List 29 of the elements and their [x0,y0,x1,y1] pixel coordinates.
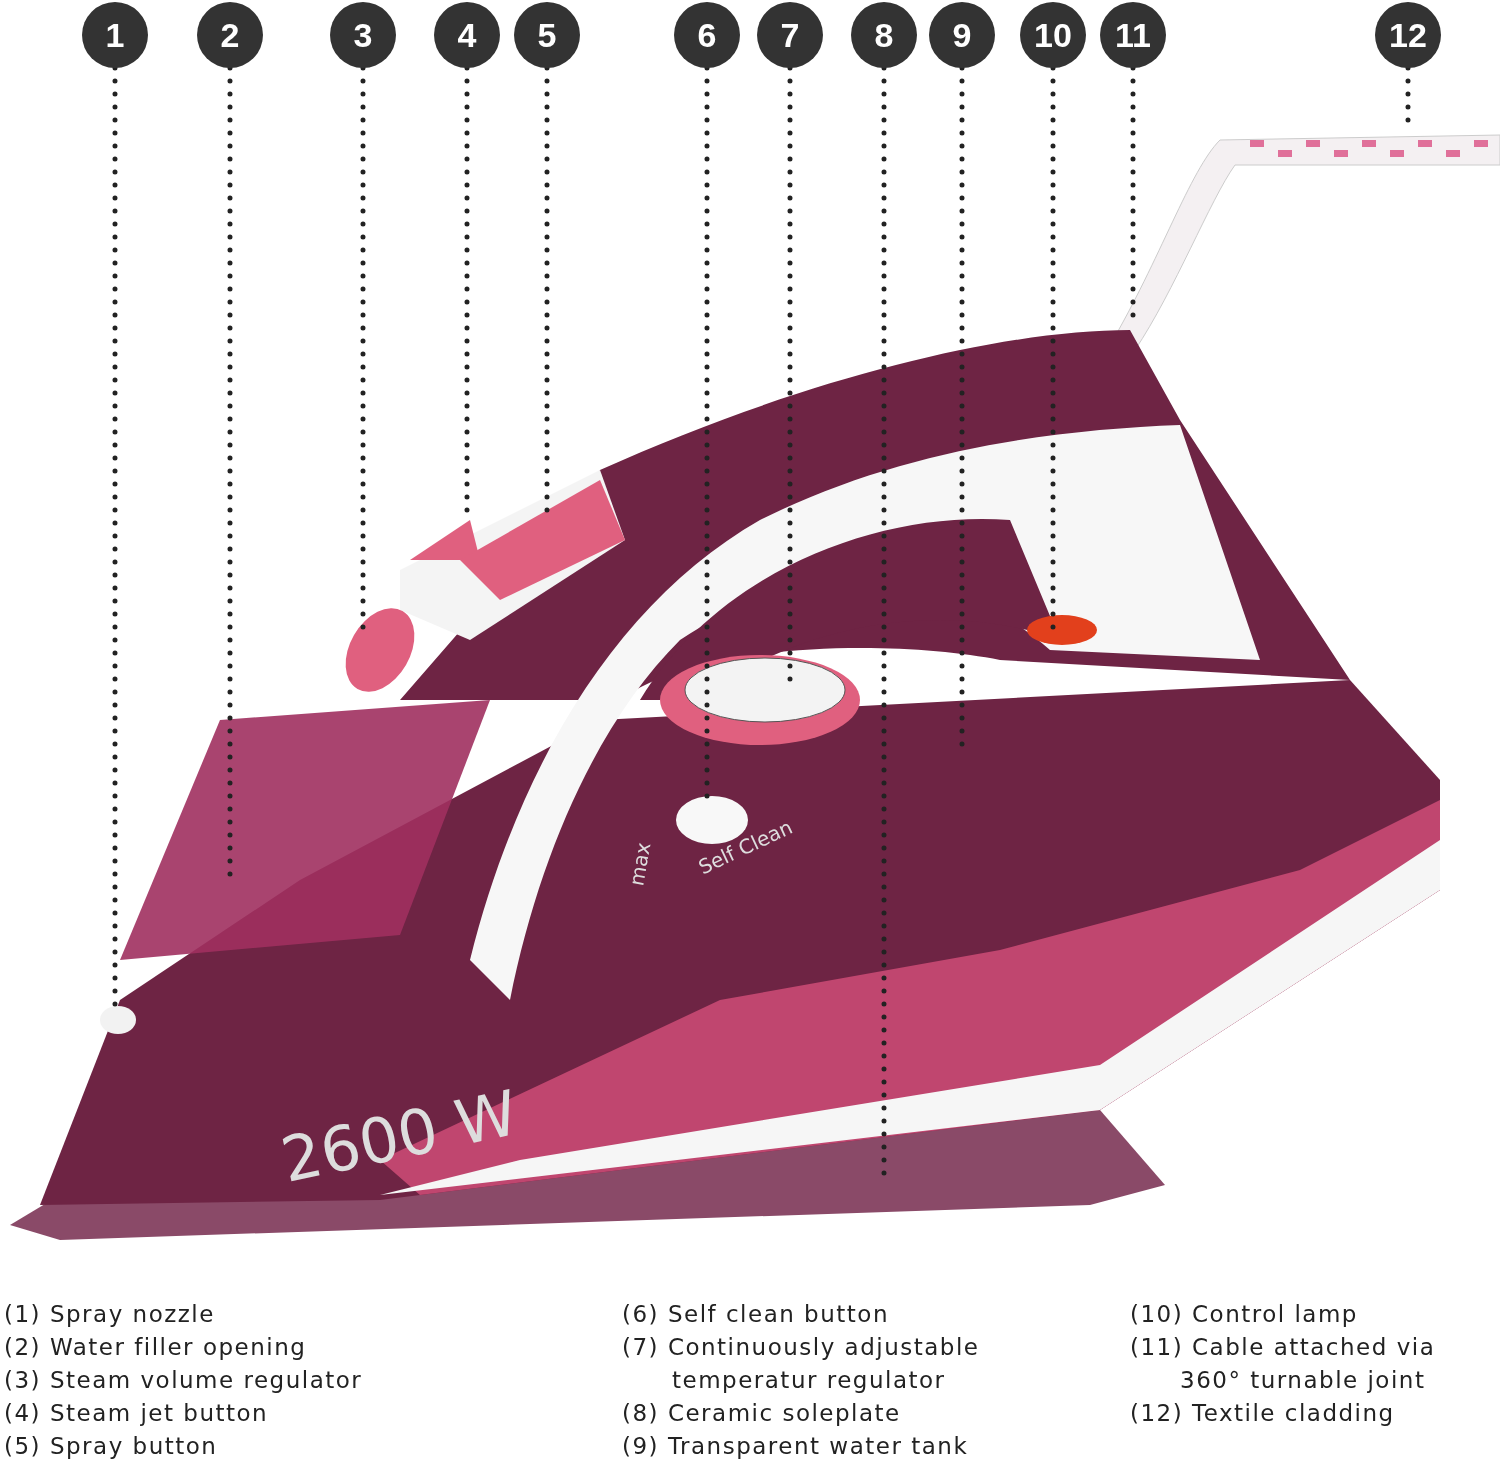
legend-entry: (1) Spray nozzle [4,1300,216,1329]
callout-number: 3 [330,2,396,68]
marking-text: max [624,840,656,888]
legend-entry: (12) Textile cladding [1130,1399,1396,1428]
callout-number: 1 [82,2,148,68]
callout-number: 8 [851,2,917,68]
callout-number: 9 [929,2,995,68]
legend-entry: (8) Ceramic soleplate [622,1399,902,1428]
legend-entry: (5) Spray button [4,1432,219,1461]
leader-line [787,65,793,683]
legend-entry: (10) Control lamp [1130,1300,1359,1329]
legend-entry: (11) Cable attached via 360° turnable joint [1130,1333,1437,1395]
callout-number: 10 [1020,2,1086,68]
callout-number: 12 [1375,2,1441,68]
legend-entry: (7) Continuously adjustable temperatur regulator [622,1333,981,1395]
callout-number: 5 [514,2,580,68]
callout-number: 2 [197,2,263,68]
callout-number: 4 [434,2,500,68]
legend-entry: (6) Self clean button [622,1300,890,1329]
legend-entry: (3) Steam volume regulator [4,1366,364,1395]
wattage-text: 2600 W [275,1075,524,1198]
legend-entry: (9) Transparent water tank [622,1432,970,1461]
callout-number: 11 [1100,2,1166,68]
legend-entry: (4) Steam jet button [4,1399,270,1428]
legend-entry: (2) Water filler opening [4,1333,308,1362]
leader-line [881,65,887,1178]
callout-number: 6 [674,2,740,68]
marking-text: Self Clean [694,814,797,880]
callout-number: 7 [757,2,823,68]
